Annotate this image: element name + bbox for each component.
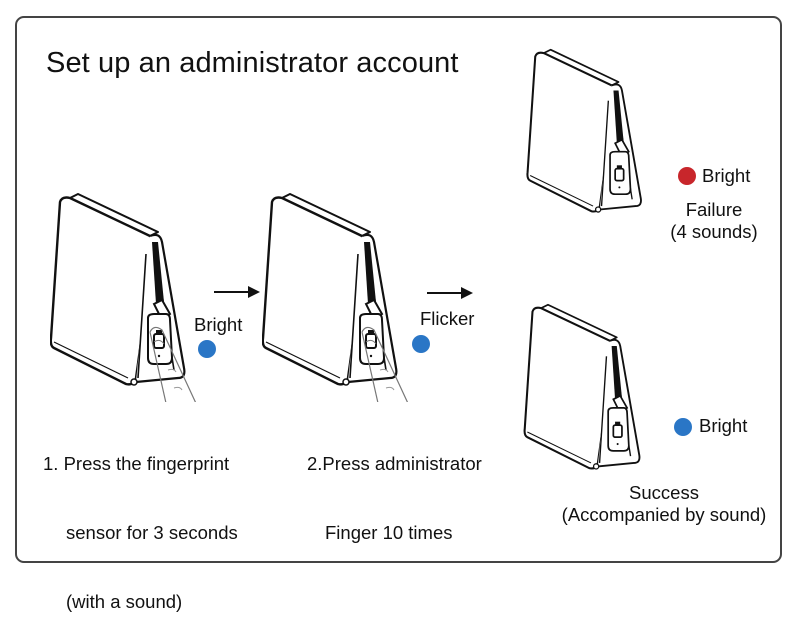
step1-caption-line: 1. Press the fingerprint — [43, 453, 230, 474]
step1-caption-line: sensor for 3 seconds — [66, 522, 238, 543]
diagram-frame — [15, 16, 782, 563]
step2-led-indicator-icon — [412, 335, 430, 353]
fingerprint-lock-device-icon — [526, 48, 643, 214]
step2-caption: 2.Press administrator Finger 10 times — [307, 406, 482, 567]
step1-caption-line: (with a sound) — [66, 591, 183, 612]
page-title: Set up an administrator account — [46, 47, 459, 79]
failure-led-indicator-icon — [678, 167, 696, 185]
right-arrow-icon — [214, 286, 260, 298]
step2-caption-line: Finger 10 times — [325, 522, 453, 543]
step2-led-label: Flicker — [420, 308, 475, 329]
step1-caption: 1. Press the fingerprint sensor for 3 se… — [43, 406, 238, 636]
fingerprint-lock-device-icon — [262, 192, 413, 402]
failure-caption-detail: (4 sounds) — [670, 221, 758, 242]
right-arrow-icon — [427, 287, 473, 299]
success-led-label: Bright — [699, 415, 748, 436]
step1-led-indicator-icon — [198, 340, 216, 358]
fingerprint-lock-device-icon — [50, 192, 201, 402]
step1-led-label: Bright — [194, 314, 243, 335]
success-caption: Success (Accompanied by sound) — [540, 482, 788, 526]
step2-caption-line: 2.Press administrator — [307, 453, 482, 474]
success-caption-title: Success — [629, 482, 699, 503]
success-caption-detail: (Accompanied by sound) — [561, 504, 767, 525]
fingerprint-lock-device-icon — [523, 303, 641, 471]
success-led-indicator-icon — [674, 418, 692, 436]
failure-led-label: Bright — [702, 165, 751, 186]
failure-caption-title: Failure — [685, 199, 743, 220]
failure-caption: Failure (4 sounds) — [650, 199, 778, 243]
